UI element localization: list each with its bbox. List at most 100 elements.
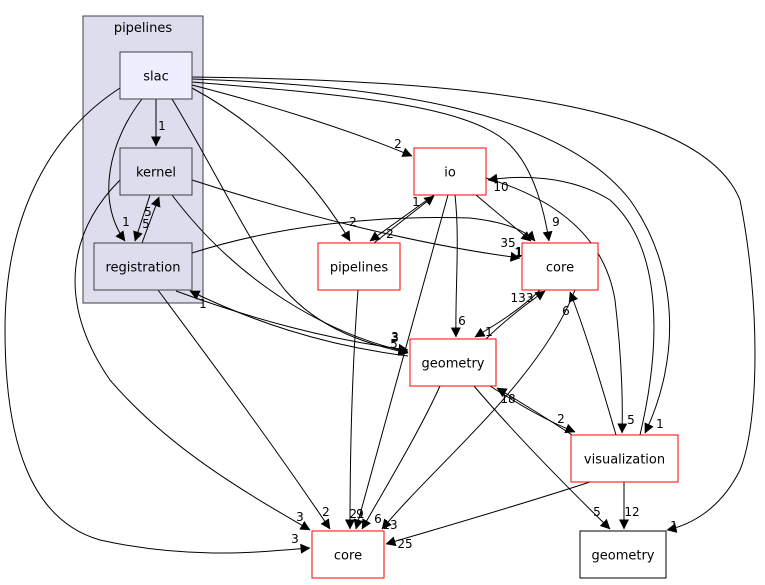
edge-weight-label[interactable]: 2 [386, 227, 394, 241]
node-visualization[interactable]: visualization [570, 434, 679, 483]
node-kernel[interactable]: kernel [119, 147, 193, 196]
node-box[interactable] [409, 338, 497, 387]
node-box[interactable] [311, 530, 385, 579]
edge-weight-label[interactable]: 21 [349, 507, 364, 521]
edge-slac-registration[interactable]: 1 [108, 98, 143, 242]
edge-weight-label[interactable]: 2 [322, 505, 330, 519]
edge-visualization-core_top[interactable]: 6 [562, 291, 617, 436]
node-box[interactable] [119, 51, 193, 100]
edge-weight-label[interactable]: 2 [349, 215, 357, 229]
edge-visualization-core_bottom[interactable]: 25 [385, 481, 591, 551]
node-core-bottom[interactable]: core [311, 530, 385, 579]
node-label[interactable]: slac [143, 70, 169, 85]
edge-weight-label[interactable]: 2 [557, 412, 565, 426]
edge-slac-core_bottom[interactable]: 3 [4, 87, 311, 554]
edge-weight-label[interactable]: 2 [394, 137, 402, 151]
edge-slac-core_top[interactable]: 9 [191, 81, 560, 242]
edge-weight-label[interactable]: 5 [593, 505, 601, 519]
edge-weight-label[interactable]: 5 [144, 205, 152, 219]
node-slac[interactable]: slac [119, 51, 193, 100]
edge-weight-label[interactable]: 25 [397, 537, 412, 551]
edge-weight-label[interactable]: 9 [552, 215, 560, 229]
node-core-top[interactable]: core [521, 242, 599, 291]
node-label[interactable]: geometry [591, 549, 654, 564]
edge-line [450, 194, 461, 338]
edge-weight-label[interactable]: 6 [562, 304, 570, 318]
edge-registration-kernel[interactable]: 5 [141, 196, 161, 244]
edge-weight-label[interactable]: 5 [390, 337, 398, 351]
edge-weight-label[interactable]: 5 [142, 217, 150, 231]
edge-core_top-core_bottom[interactable]: 6 [374, 289, 576, 530]
edge-visualization-io[interactable]: 10 [487, 173, 655, 436]
edge-geometry_mid-geometry_bottom[interactable]: 5 [473, 385, 611, 530]
edge-line [361, 385, 441, 530]
edge-io-visualization[interactable]: 5 [485, 177, 635, 434]
node-box[interactable] [579, 530, 667, 579]
edge-io-geometry_mid[interactable]: 6 [450, 194, 466, 338]
edge-weight-label[interactable]: 35 [500, 236, 515, 250]
node-label[interactable]: io [444, 166, 456, 181]
edge-weight-label[interactable]: 6 [458, 314, 466, 328]
node-box[interactable] [119, 147, 193, 196]
edge-io-pipelines[interactable]: 2 [369, 194, 435, 242]
edge-kernel-geometry_mid[interactable]: 5 [171, 194, 409, 355]
node-label[interactable]: geometry [421, 357, 484, 372]
edge-geometry_mid-core_bottom[interactable]: 13 [361, 385, 441, 532]
node-geometry-mid[interactable]: geometry [409, 338, 497, 387]
edge-weight-label[interactable]: 133 [511, 291, 534, 305]
edge-weight-label[interactable]: 5 [627, 413, 635, 427]
node-io[interactable]: io [413, 147, 487, 196]
node-geometry-bottom[interactable]: geometry [579, 530, 667, 579]
edge-slac-kernel[interactable]: 1 [151, 99, 166, 147]
edge-weight-label[interactable]: 18 [500, 392, 515, 406]
node-label[interactable]: kernel [136, 166, 176, 181]
node-pipelines[interactable]: pipelines [317, 242, 401, 291]
node-label[interactable]: visualization [584, 453, 665, 468]
edge-registration-core_bottom[interactable]: 2 [157, 289, 331, 530]
edge-kernel-core_top[interactable]: 35 [191, 179, 521, 262]
node-label[interactable]: core [546, 261, 574, 276]
edge-slac-pipelines[interactable]: 2 [191, 87, 357, 242]
edge-weight-label[interactable]: 1 [670, 519, 678, 533]
node-registration[interactable]: registration [93, 242, 193, 291]
node-box[interactable] [93, 242, 193, 291]
edge-pipelines-io[interactable]: 1 [373, 195, 435, 244]
node-box[interactable] [570, 434, 679, 483]
edge-io-core_bottom[interactable]: 9 [353, 194, 449, 530]
edge-kernel-registration[interactable]: 5 [133, 194, 151, 242]
edge-weight-label[interactable]: 3 [296, 510, 304, 524]
edge-visualization-geometry_bottom[interactable]: 12 [619, 482, 640, 530]
edge-weight-label[interactable]: 1 [199, 297, 207, 311]
node-label[interactable]: core [334, 549, 362, 564]
edge-slac-geometry_bottom[interactable]: 1 [191, 76, 756, 533]
edge-visualization-geometry_mid[interactable]: 18 [496, 387, 576, 438]
edge-weight-label[interactable]: 1 [122, 215, 130, 229]
edge-weight-label[interactable]: 3 [391, 331, 399, 345]
edge-kernel-core_bottom[interactable]: 3 [74, 179, 311, 531]
edge-slac-geometry_mid[interactable]: 3 [171, 98, 409, 356]
node-label[interactable]: registration [105, 261, 180, 276]
edge-weight-label[interactable]: 3 [391, 330, 399, 344]
edge-weight-label[interactable]: 6 [374, 512, 382, 526]
edge-geometry_mid-registration[interactable]: 1 [189, 290, 409, 357]
node-box[interactable] [317, 242, 401, 291]
edge-geometry_mid-core_top[interactable]: 133 [485, 290, 546, 340]
edge-slac-visualization[interactable]: 1 [191, 78, 671, 434]
node-label[interactable]: pipelines [330, 261, 389, 276]
edge-weight-label[interactable]: 1 [158, 119, 166, 133]
edge-weight-label[interactable]: 9 [356, 507, 364, 521]
edge-weight-label[interactable]: 10 [493, 180, 508, 194]
node-box[interactable] [521, 242, 599, 291]
edge-weight-label[interactable]: 12 [624, 505, 639, 519]
edge-weight-label[interactable]: 1 [485, 325, 493, 339]
edge-weight-label[interactable]: 1 [412, 195, 420, 209]
edge-weight-label[interactable]: 3 [291, 532, 299, 546]
edge-pipelines-core_bottom[interactable]: 21 [345, 289, 365, 530]
edge-weight-label[interactable]: 13 [382, 518, 397, 532]
edge-slac-io[interactable]: 2 [191, 84, 413, 157]
edge-registration-geometry_mid[interactable]: 3 [175, 290, 409, 354]
edge-core_top-geometry_mid[interactable]: 1 [474, 289, 541, 339]
edge-weight-label[interactable]: 1 [656, 417, 664, 431]
node-box[interactable] [413, 147, 487, 196]
